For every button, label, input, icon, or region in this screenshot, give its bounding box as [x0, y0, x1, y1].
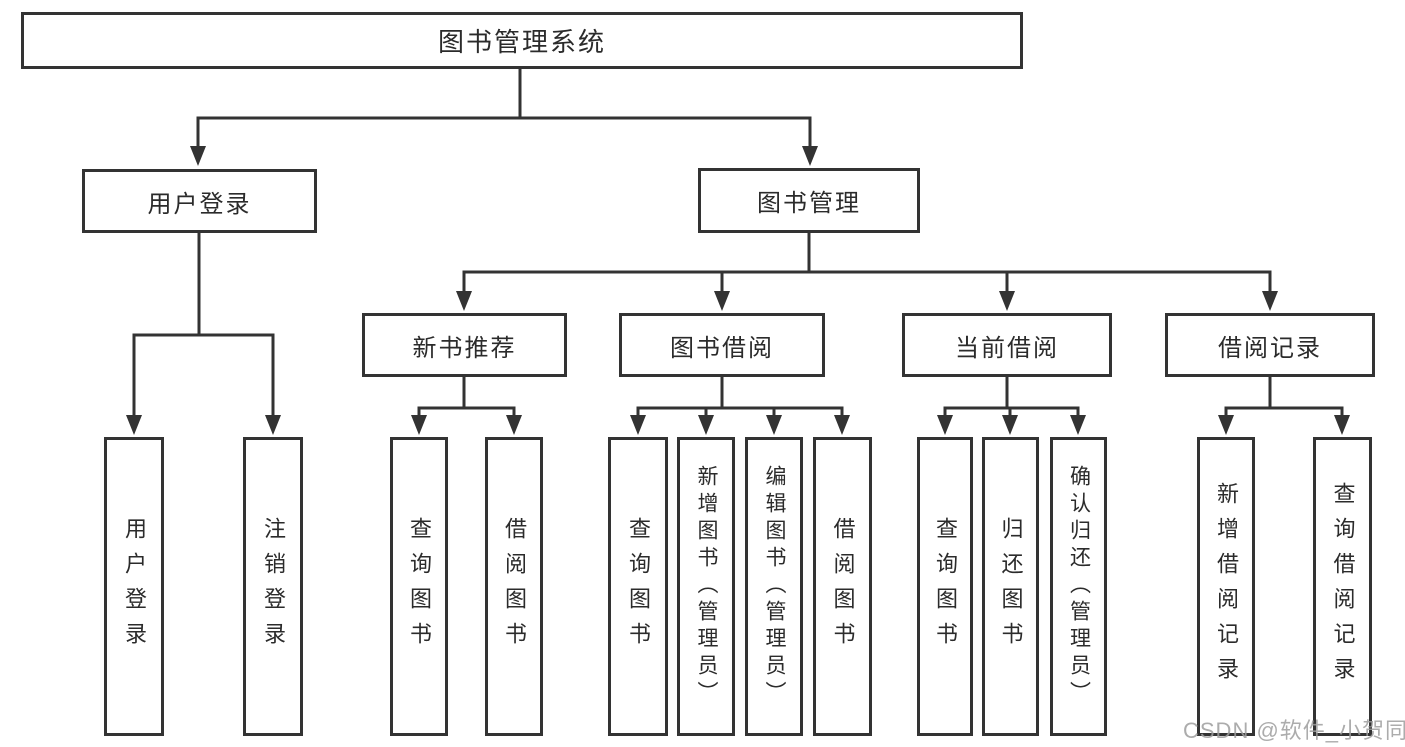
arrowhead-icon: [698, 415, 714, 435]
node-root: 图书管理系统: [21, 12, 1023, 69]
node-borrow-record: 借阅记录: [1165, 313, 1375, 377]
arrowhead-icon: [937, 415, 953, 435]
arrowhead-icon: [456, 291, 472, 311]
node-leaf-bb-borrow: 借阅图书: [813, 437, 872, 736]
arrowhead-icon: [834, 415, 850, 435]
node-leaf-cb-return: 归还图书: [982, 437, 1039, 736]
node-current-borrow: 当前借阅: [902, 313, 1112, 377]
node-book-borrow: 图书借阅: [619, 313, 825, 377]
node-user-login: 用户登录: [82, 169, 317, 233]
arrowhead-icon: [411, 415, 427, 435]
arrowhead-icon: [1334, 415, 1350, 435]
arrowhead-icon: [630, 415, 646, 435]
arrowhead-icon: [126, 415, 142, 435]
watermark: CSDN @软件_小贺同学: [1183, 718, 1405, 743]
node-new-book-rec: 新书推荐: [362, 313, 567, 377]
arrowhead-icon: [1218, 415, 1234, 435]
node-leaf-cb-query: 查询图书: [917, 437, 973, 736]
arrowhead-icon: [766, 415, 782, 435]
node-leaf-bb-query: 查询图书: [608, 437, 668, 736]
node-leaf-br-query: 查询借阅记录: [1313, 437, 1372, 736]
arrowhead-icon: [265, 415, 281, 435]
arrowhead-icon: [714, 291, 730, 311]
arrowhead-icon: [1262, 291, 1278, 311]
node-leaf-cb-confirm: 确认归还（管理员）: [1050, 437, 1107, 736]
arrowhead-icon: [802, 146, 818, 166]
node-leaf-nbr-borrow: 借阅图书: [485, 437, 543, 736]
arrowhead-icon: [1070, 415, 1086, 435]
arrowhead-icon: [1002, 415, 1018, 435]
node-leaf-user-login: 用户登录: [104, 437, 164, 736]
arrowhead-icon: [999, 291, 1015, 311]
node-leaf-bb-edit: 编辑图书（管理员）: [745, 437, 803, 736]
connector-path: [132, 69, 1344, 417]
node-leaf-bb-add: 新增图书（管理员）: [677, 437, 735, 736]
node-book-mgmt: 图书管理: [698, 168, 920, 233]
node-leaf-br-add: 新增借阅记录: [1197, 437, 1255, 736]
node-leaf-nbr-query: 查询图书: [390, 437, 448, 736]
arrowhead-icon: [190, 146, 206, 166]
node-leaf-logout: 注销登录: [243, 437, 303, 736]
arrowhead-icon: [506, 415, 522, 435]
